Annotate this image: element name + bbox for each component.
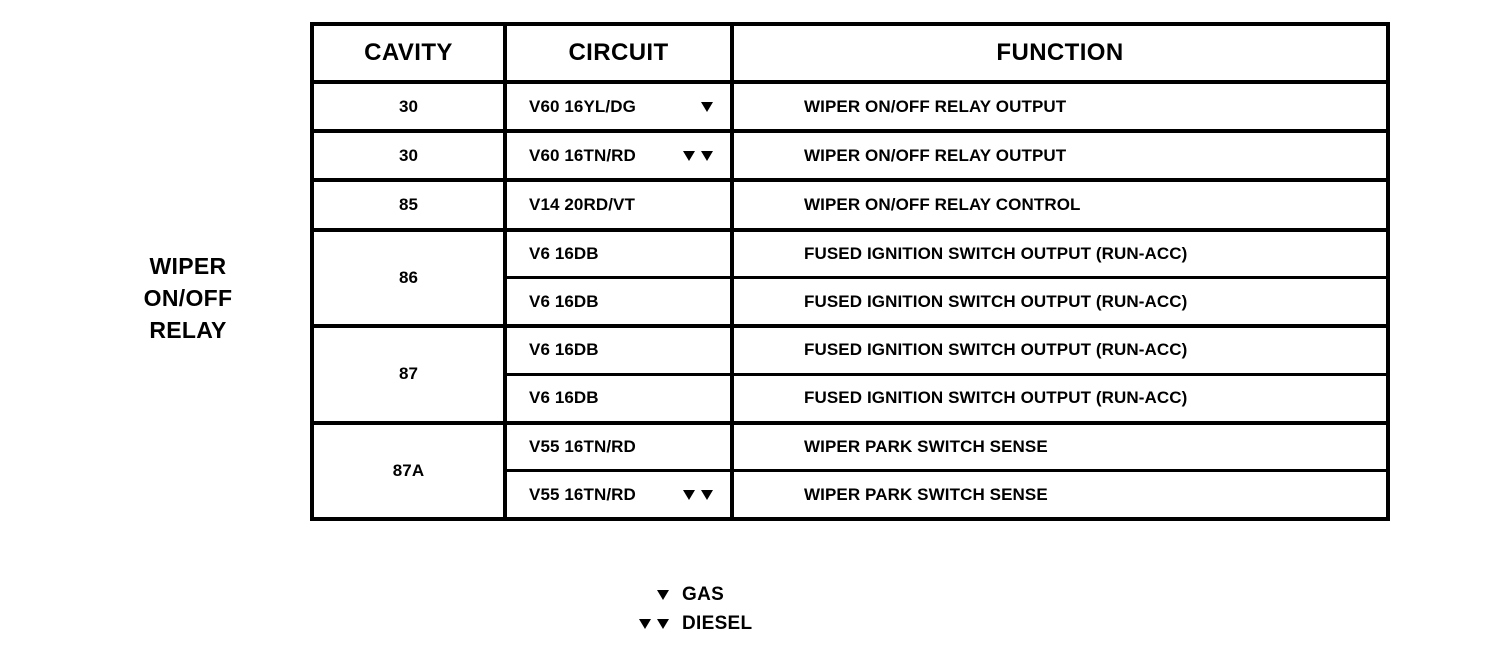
cavity-value: 87A (392, 460, 425, 480)
cell-function: WIPER PARK SWITCH SENSE (732, 469, 1388, 519)
table-header: CAVITY CIRCUIT FUNCTION (312, 24, 1388, 84)
cell-function: WIPER ON/OFF RELAY CONTROL (732, 178, 1388, 230)
legend-fuel-triangle-icon (657, 618, 669, 629)
cell-circuit: V6 16DB (505, 227, 734, 278)
function-description: FUSED IGNITION SWITCH OUTPUT (RUN-ACC) (804, 291, 1188, 311)
table-row: 86 V6 16DB FUSED IGNITION SWITCH OUTPUT (R… (312, 227, 1388, 327)
cell-cavity: 86 (312, 227, 507, 327)
table-row: V6 16DB FUSED IGNITION SWITCH OUTPUT (RUN… (312, 276, 1388, 327)
circuit-fuel-triangle-icon (683, 490, 695, 501)
component-label-line-1: WIPER (149, 253, 227, 279)
component-label-line-2: ON/OFF (143, 285, 233, 311)
cavity-value: 86 (398, 267, 419, 287)
legend-fuel-triangle-icon (639, 618, 651, 629)
function-description: WIPER ON/OFF RELAY CONTROL (804, 195, 1081, 215)
column-header-circuit: CIRCUIT (505, 24, 734, 84)
circuit-fuel-markers (636, 487, 716, 502)
circuit-code: V60 16TN/RD (529, 145, 636, 165)
cell-circuit: V60 16TN/RD (505, 129, 734, 181)
function-description: WIPER PARK SWITCH SENSE (804, 436, 1048, 456)
column-header-function: FUNCTION (732, 24, 1388, 84)
cell-circuit: V60 16YL/DG (505, 79, 734, 132)
circuit-fuel-triangle-icon (701, 490, 713, 501)
circuit-code: V6 16DB (529, 291, 599, 311)
table-row: V55 16TN/RD WIPER PARK SWITCH SENSE (312, 469, 1388, 519)
table-row: 87A V55 16TN/RD WIPER PARK SWITCH SENSE (312, 420, 1388, 519)
function-description: WIPER ON/OFF RELAY OUTPUT (804, 145, 1067, 165)
table-row: V6 16DB FUSED IGNITION SWITCH OUTPUT (RUN… (312, 372, 1388, 423)
table-row: 85 V14 20RD/VT WIPER ON/OFF RELAY CONTROL (312, 178, 1388, 230)
function-description: WIPER PARK SWITCH SENSE (804, 484, 1048, 504)
cell-function: FUSED IGNITION SWITCH OUTPUT (RUN-ACC) (732, 227, 1388, 278)
component-label-line-3: RELAY (149, 317, 227, 343)
cell-cavity: 85 (312, 178, 507, 230)
circuit-code: V55 16TN/RD (529, 436, 636, 456)
legend-marker-group (560, 614, 682, 633)
cell-cavity: 30 (312, 129, 507, 181)
cell-function: WIPER ON/OFF RELAY OUTPUT (732, 129, 1388, 181)
cell-circuit: V14 20RD/VT (505, 178, 734, 230)
cavity-circuit-function-table: CAVITY CIRCUIT FUNCTION 30 V60 16YL/DG WIP… (310, 22, 1390, 521)
cell-circuit: V55 16TN/RD (505, 469, 734, 519)
legend-marker-group (560, 585, 682, 604)
circuit-fuel-markers (636, 148, 716, 163)
cell-circuit: V6 16DB (505, 372, 734, 423)
legend: GAS DIESEL (560, 580, 940, 638)
cavity-value: 85 (398, 195, 419, 215)
function-description: WIPER ON/OFF RELAY OUTPUT (804, 96, 1067, 116)
circuit-code: V55 16TN/RD (529, 484, 636, 504)
legend-label: DIESEL (682, 612, 753, 634)
legend-item: GAS (560, 580, 940, 609)
circuit-fuel-triangle-icon (701, 151, 713, 162)
cell-function: FUSED IGNITION SWITCH OUTPUT (RUN-ACC) (732, 324, 1388, 375)
cell-function: FUSED IGNITION SWITCH OUTPUT (RUN-ACC) (732, 372, 1388, 423)
circuit-code: V6 16DB (529, 244, 599, 264)
cell-circuit: V6 16DB (505, 276, 734, 327)
cavity-value: 30 (398, 96, 419, 116)
table-row: 87 V6 16DB FUSED IGNITION SWITCH OUTPUT (R… (312, 324, 1388, 423)
function-description: FUSED IGNITION SWITCH OUTPUT (RUN-ACC) (804, 340, 1188, 360)
cavity-value: 87 (398, 364, 419, 384)
legend-label: GAS (682, 583, 725, 605)
circuit-code: V6 16DB (529, 388, 599, 408)
function-description: FUSED IGNITION SWITCH OUTPUT (RUN-ACC) (804, 244, 1188, 264)
component-label: WIPER ON/OFF RELAY (72, 250, 304, 346)
circuit-code: V60 16YL/DG (529, 96, 636, 116)
cell-cavity: 87A (312, 420, 507, 519)
cell-function: WIPER PARK SWITCH SENSE (732, 420, 1388, 471)
function-description: FUSED IGNITION SWITCH OUTPUT (RUN-ACC) (804, 388, 1188, 408)
cell-cavity: 87 (312, 324, 507, 423)
column-header-cavity: CAVITY (312, 24, 507, 84)
circuit-fuel-triangle-icon (701, 102, 713, 113)
circuit-code: V14 20RD/VT (529, 195, 635, 215)
legend-item: DIESEL (560, 609, 940, 638)
circuit-fuel-triangle-icon (683, 151, 695, 162)
legend-fuel-triangle-icon (657, 589, 669, 600)
cell-circuit: V6 16DB (505, 324, 734, 375)
table-row: 30 V60 16TN/RD WIPER ON/OFF RELAY OUTPUT (312, 129, 1388, 181)
cell-function: FUSED IGNITION SWITCH OUTPUT (RUN-ACC) (732, 276, 1388, 327)
cell-cavity: 30 (312, 79, 507, 132)
cell-function: WIPER ON/OFF RELAY OUTPUT (732, 79, 1388, 132)
cell-circuit: V55 16TN/RD (505, 420, 734, 471)
table-header-row: CAVITY CIRCUIT FUNCTION (312, 24, 1388, 84)
cavity-value: 30 (398, 145, 419, 165)
circuit-fuel-markers (636, 99, 716, 114)
table-row: 30 V60 16YL/DG WIPER ON/OFF RELAY OUTPUT (312, 79, 1388, 132)
circuit-code: V6 16DB (529, 340, 599, 360)
